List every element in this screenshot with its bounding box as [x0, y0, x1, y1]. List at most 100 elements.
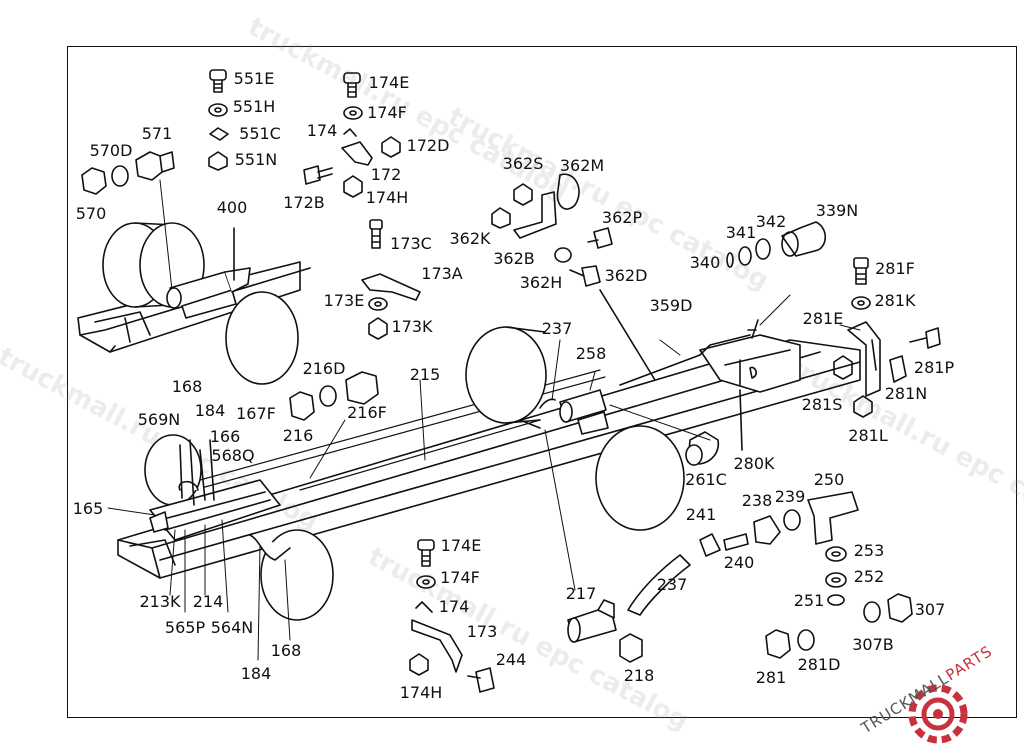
part-label: 218	[623, 666, 655, 685]
part-label: 173E	[323, 291, 365, 310]
part-label: 174H	[399, 683, 443, 702]
gear-logo-icon	[908, 684, 968, 744]
part-label: 551C	[239, 124, 281, 143]
part-label: 258	[575, 344, 607, 363]
part-label: 213K	[139, 592, 181, 611]
fitting-part	[81, 151, 175, 291]
part-label: 339N	[815, 201, 859, 220]
screw-part	[208, 69, 229, 171]
wheel	[595, 425, 685, 531]
part-label: 281	[755, 668, 787, 687]
part-label: 252	[853, 567, 885, 586]
part-label: 174	[306, 121, 338, 140]
part-label: 362H	[519, 273, 563, 292]
part-label: 250	[813, 470, 845, 489]
part-label: 174H	[365, 188, 409, 207]
part-label: 174E	[440, 536, 482, 555]
part-label: 570D	[89, 141, 133, 160]
screw-part	[303, 72, 401, 198]
part-label: 281S	[801, 395, 843, 414]
part-label: 280K	[733, 454, 775, 473]
bracket-part	[361, 219, 421, 340]
part-label: 238	[741, 491, 773, 510]
part-label: 215	[409, 365, 441, 384]
part-label: 362P	[601, 208, 643, 227]
part-label: 239	[774, 487, 806, 506]
wheel	[465, 326, 547, 424]
part-label: 565P	[164, 618, 206, 637]
fitting-part	[567, 491, 913, 663]
part-label: 281K	[874, 291, 916, 310]
part-label: 184	[240, 664, 272, 683]
part-label: 400	[216, 198, 248, 217]
part-label: 307	[914, 600, 946, 619]
part-label: 244	[495, 650, 527, 669]
part-label: 253	[853, 541, 885, 560]
part-label: 362B	[493, 249, 535, 268]
part-label: 570	[75, 204, 107, 223]
part-label: 340	[689, 253, 721, 272]
part-label: 362D	[604, 266, 648, 285]
part-label: 342	[755, 212, 787, 231]
part-label: 167F	[236, 404, 276, 423]
part-label: 281E	[802, 309, 844, 328]
part-label: 240	[723, 553, 755, 572]
part-label: 174F	[367, 103, 407, 122]
part-label: 564N	[210, 618, 254, 637]
fitting-part	[726, 221, 827, 339]
part-label: 307B	[852, 635, 894, 654]
part-label: 174F	[440, 568, 480, 587]
part-label: 281L	[848, 426, 888, 445]
part-label: 241	[685, 505, 717, 524]
part-label: 281P	[913, 358, 955, 377]
part-label: 571	[141, 124, 173, 143]
valve-part	[519, 389, 720, 466]
part-label: 168	[270, 641, 302, 660]
part-label: 237	[541, 319, 573, 338]
part-label: 237	[656, 575, 688, 594]
truckmallparts-logo: TRUCKMALLPARTS	[858, 642, 1018, 748]
part-label: 174	[438, 597, 470, 616]
part-label: 281N	[884, 384, 928, 403]
part-label: 362S	[502, 154, 544, 173]
part-label: 184	[194, 401, 226, 420]
part-label: 551E	[233, 69, 275, 88]
part-label: 341	[725, 223, 757, 242]
wheel	[225, 291, 299, 385]
part-label: 172B	[283, 193, 325, 212]
fitting-part	[289, 371, 379, 421]
part-label: 216F	[347, 403, 387, 422]
part-label: 362K	[449, 229, 491, 248]
pipe-line	[599, 289, 757, 451]
part-label: 172	[370, 165, 402, 184]
bracket-part	[409, 539, 495, 693]
bracket-part	[833, 257, 941, 418]
part-label: 217	[565, 584, 597, 603]
part-label: 173	[466, 622, 498, 641]
part-label: 551N	[234, 150, 278, 169]
part-label: 214	[192, 592, 224, 611]
part-label: 165	[72, 499, 104, 518]
cylinder-part	[166, 227, 251, 319]
part-label: 172D	[406, 136, 450, 155]
part-label: 173A	[421, 264, 463, 283]
part-label: 569N	[137, 410, 181, 429]
part-label: 261C	[685, 470, 727, 489]
part-label: 173K	[391, 317, 433, 336]
part-label: 216	[282, 426, 314, 445]
part-label: 174E	[368, 73, 410, 92]
diagram-frame	[67, 46, 1017, 718]
leader-lines	[107, 294, 861, 661]
part-label: 551H	[232, 97, 276, 116]
part-label: 251	[793, 591, 825, 610]
part-label: 359D	[649, 296, 693, 315]
part-label: 216D	[302, 359, 346, 378]
part-label: 166	[209, 427, 241, 446]
part-label: 281F	[875, 259, 915, 278]
part-label: 281D	[797, 655, 841, 674]
part-label: 168	[171, 377, 203, 396]
part-label: 362M	[559, 156, 605, 175]
part-label: 568Q	[211, 446, 255, 465]
valve-assembly	[149, 439, 291, 561]
